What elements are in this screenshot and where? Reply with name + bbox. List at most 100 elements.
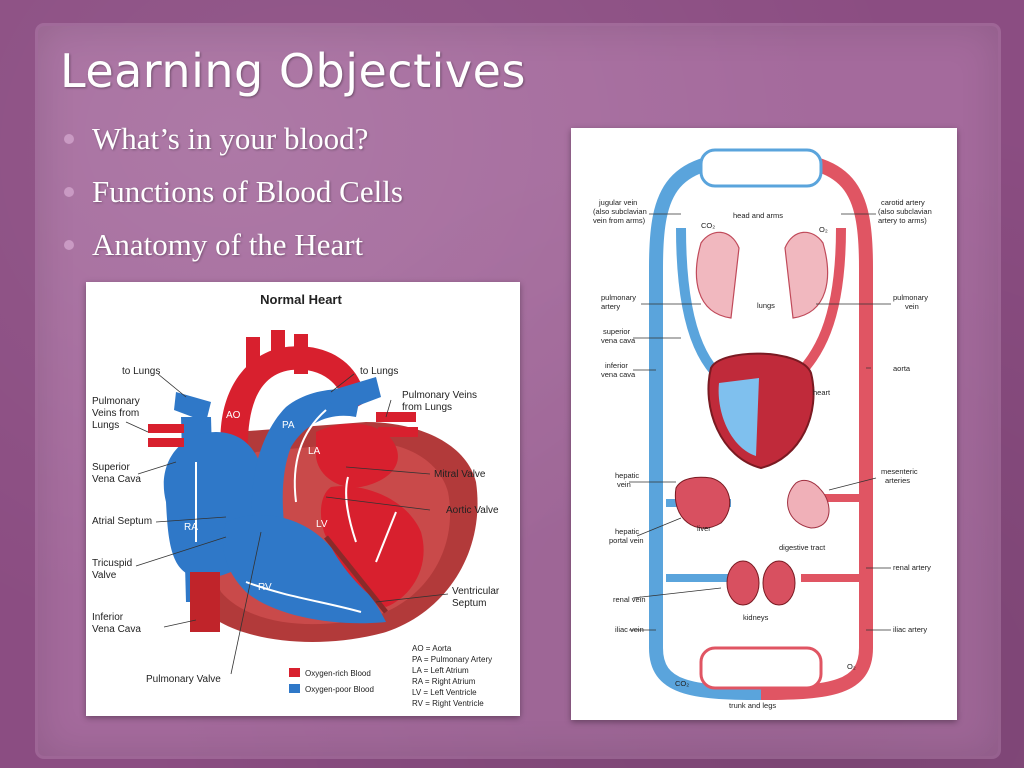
svg-text:hepatic: hepatic [615, 471, 639, 480]
blood-flow-arrows [195, 409, 397, 613]
svg-text:vena cava: vena cava [601, 370, 636, 379]
svg-text:renal artery: renal artery [893, 563, 931, 572]
svg-text:O₂: O₂ [847, 662, 856, 671]
circulation-diagram-svg: jugular vein (also subclavian vein from … [593, 148, 932, 710]
label-to-lungs-left: to Lungs [122, 366, 160, 377]
svg-text:lungs: lungs [757, 301, 775, 310]
svg-text:RA = Right Atrium: RA = Right Atrium [412, 677, 476, 686]
svg-text:Pulmonary: Pulmonary [92, 396, 140, 407]
svg-text:jugular vein: jugular vein [598, 198, 637, 207]
right-ventricle-shape [222, 514, 386, 624]
svg-text:mesenteric: mesenteric [881, 467, 918, 476]
label-pulmonary-valve: Pulmonary Valve [146, 674, 221, 685]
label-atrial-septum: Atrial Septum [92, 516, 152, 527]
inferior-vena-cava-shape [190, 572, 220, 632]
svg-text:artery to arms): artery to arms) [878, 216, 927, 225]
label-to-lungs-right: to Lungs [360, 366, 398, 377]
bullet-dot-icon [64, 133, 74, 144]
abbreviation-key: AO = Aorta PA = Pulmonary Artery LA = Le… [412, 644, 492, 708]
heart-diagram-svg: Normal Heart [92, 292, 500, 708]
svg-text:CO₂: CO₂ [675, 679, 689, 688]
svg-text:vein: vein [617, 480, 631, 489]
left-atrium-shape [316, 423, 398, 488]
svg-text:from Lungs: from Lungs [402, 402, 452, 413]
left-kidney-shape [726, 560, 760, 606]
svg-text:O₂: O₂ [819, 225, 828, 234]
objective-item: What’s in your blood? [64, 112, 403, 165]
svg-text:Veins from: Veins from [92, 408, 139, 419]
circulation-leader-lines [629, 213, 891, 631]
objective-text: What’s in your blood? [92, 120, 369, 156]
ventricular-septum-line [324, 535, 388, 614]
circulation-diagram-image: jugular vein (also subclavian vein from … [571, 128, 957, 720]
svg-text:liver: liver [697, 524, 711, 533]
svg-text:Tricuspid: Tricuspid [92, 558, 132, 569]
svg-text:Ventricular: Ventricular [452, 586, 500, 597]
svg-text:portal vein: portal vein [609, 536, 644, 545]
capillary-beds [699, 148, 823, 690]
label-ra: RA [184, 522, 198, 533]
liver-shape [674, 476, 731, 529]
svg-text:(also subclavian: (also subclavian [878, 207, 932, 216]
svg-text:LV = Left Ventricle: LV = Left Ventricle [412, 688, 477, 697]
legend-oxygen-poor-swatch [289, 684, 300, 693]
svg-text:iliac artery: iliac artery [893, 625, 927, 634]
svg-text:CO₂: CO₂ [701, 221, 715, 230]
svg-text:Valve: Valve [92, 570, 117, 581]
svg-text:inferior: inferior [605, 361, 628, 370]
svg-text:head and arms: head and arms [733, 211, 783, 220]
objective-item: Functions of Blood Cells [64, 165, 403, 218]
svg-text:renal vein: renal vein [613, 595, 646, 604]
svg-text:Vena Cava: Vena Cava [92, 474, 141, 485]
svg-text:RV = Right Ventricle: RV = Right Ventricle [412, 699, 484, 708]
svg-text:Vena Cava: Vena Cava [92, 624, 141, 635]
svg-text:hepatic: hepatic [615, 527, 639, 536]
label-pa: PA [282, 420, 295, 431]
svg-text:LA = Left Atrium: LA = Left Atrium [412, 666, 469, 675]
svg-text:PA = Pulmonary Artery: PA = Pulmonary Artery [412, 655, 492, 664]
objective-item: Anatomy of the Heart [64, 218, 403, 271]
label-lv: LV [316, 519, 328, 530]
svg-text:vena cava: vena cava [601, 336, 636, 345]
svg-text:Inferior: Inferior [92, 612, 124, 623]
objectives-list: What’s in your blood? Functions of Blood… [64, 112, 403, 271]
legend-oxygen-rich-swatch [289, 668, 300, 677]
svg-text:superior: superior [603, 327, 631, 336]
left-lung-shape [695, 231, 740, 319]
svg-text:heart: heart [813, 388, 831, 397]
bullet-dot-icon [64, 239, 74, 250]
right-kidney-shape [762, 560, 796, 606]
svg-text:arteries: arteries [885, 476, 910, 485]
svg-text:pulmonary: pulmonary [893, 293, 928, 302]
svg-text:artery: artery [601, 302, 620, 311]
svg-text:iliac vein: iliac vein [615, 625, 644, 634]
pulmonary-artery-shape [251, 389, 361, 537]
heart-diagram-image: Normal Heart [86, 282, 520, 716]
label-rv: RV [258, 582, 272, 593]
svg-text:Superior: Superior [92, 462, 130, 473]
circulation-labels: jugular vein (also subclavian vein from … [593, 198, 932, 710]
legend-oxygen-rich: Oxygen-rich Blood [305, 669, 371, 678]
svg-text:digestive tract: digestive tract [779, 543, 826, 552]
svg-text:vein from arms): vein from arms) [593, 216, 646, 225]
svg-text:carotid artery: carotid artery [881, 198, 925, 207]
left-ventricle-shape [320, 486, 424, 607]
svg-text:trunk and legs: trunk and legs [729, 701, 776, 710]
svg-text:Pulmonary Veins: Pulmonary Veins [402, 390, 477, 401]
svg-text:Septum: Septum [452, 598, 486, 609]
label-mitral-valve: Mitral Valve [434, 469, 486, 480]
svg-text:pulmonary: pulmonary [601, 293, 636, 302]
right-lung-shape [784, 231, 829, 319]
heart-leader-lines [125, 373, 449, 675]
svg-text:AO = Aorta: AO = Aorta [412, 644, 452, 653]
label-aortic-valve: Aortic Valve [446, 505, 499, 516]
svg-text:vein: vein [905, 302, 919, 311]
legend-oxygen-poor: Oxygen-poor Blood [305, 685, 374, 694]
slide-title: Learning Objectives [60, 44, 526, 98]
svg-text:(also subclavian: (also subclavian [593, 207, 647, 216]
objective-text: Functions of Blood Cells [92, 173, 403, 209]
label-la: LA [308, 446, 321, 457]
svg-text:Lungs: Lungs [92, 420, 119, 431]
label-ao: AO [226, 410, 241, 421]
bullet-dot-icon [64, 186, 74, 197]
